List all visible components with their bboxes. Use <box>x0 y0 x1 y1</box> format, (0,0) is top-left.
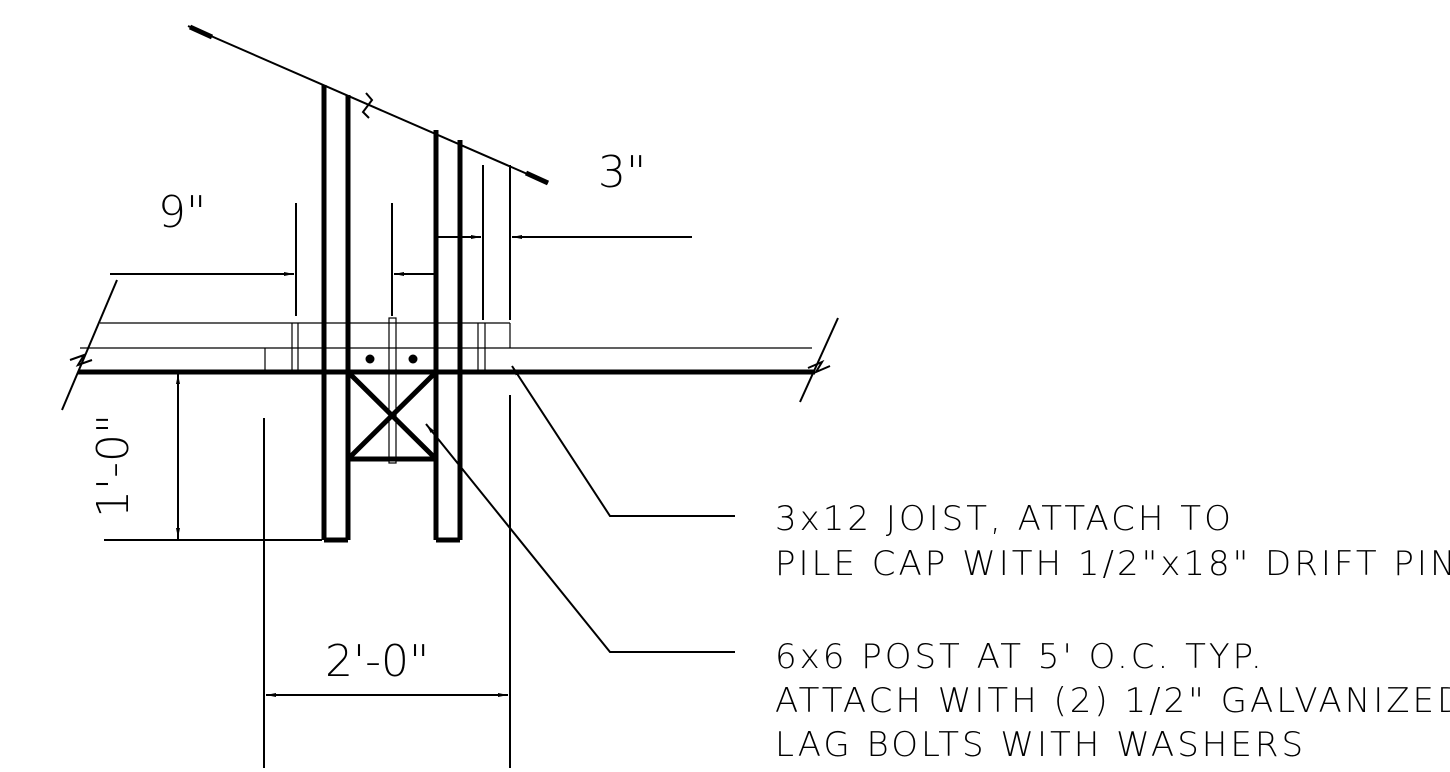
post-leader <box>425 423 735 653</box>
section-cut-line <box>187 24 550 186</box>
dim-9in-label: 9" <box>158 187 206 238</box>
joist-note-line2: PILE CAP WITH 1/2"x18" DRIFT PIN <box>775 544 1450 584</box>
break-symbol-left <box>69 353 93 367</box>
post-right <box>433 130 463 543</box>
post-note-line2: ATTACH WITH (2) 1/2" GALVANIZED <box>775 681 1450 721</box>
dimension-lines <box>110 235 692 697</box>
post-note-line1: 6x6 POST AT 5' O.C. TYP. <box>775 637 1265 677</box>
dim-2ft-label: 2'-0" <box>325 636 429 687</box>
leaders <box>425 365 735 653</box>
joist-note: 3x12 JOIST, ATTACH TO PILE CAP WITH 1/2"… <box>775 499 1450 584</box>
dim-1ft-label: 1'-0" <box>88 414 139 518</box>
break-symbol-top <box>361 92 374 119</box>
post-left <box>321 85 351 543</box>
lag-bolts <box>365 354 418 364</box>
joist-3x12 <box>61 279 839 411</box>
drift-pin <box>388 317 397 464</box>
joist-note-line1: 3x12 JOIST, ATTACH TO <box>775 499 1234 539</box>
post-note-line3: LAG BOLTS WITH WASHERS <box>775 725 1306 765</box>
extension-lines <box>104 165 511 768</box>
post-note: 6x6 POST AT 5' O.C. TYP. ATTACH WITH (2)… <box>775 637 1450 765</box>
pile-cap-block <box>346 370 438 462</box>
break-symbol-right <box>807 359 831 375</box>
joist-leader <box>511 365 735 517</box>
dim-3in-label: 3" <box>598 147 646 198</box>
